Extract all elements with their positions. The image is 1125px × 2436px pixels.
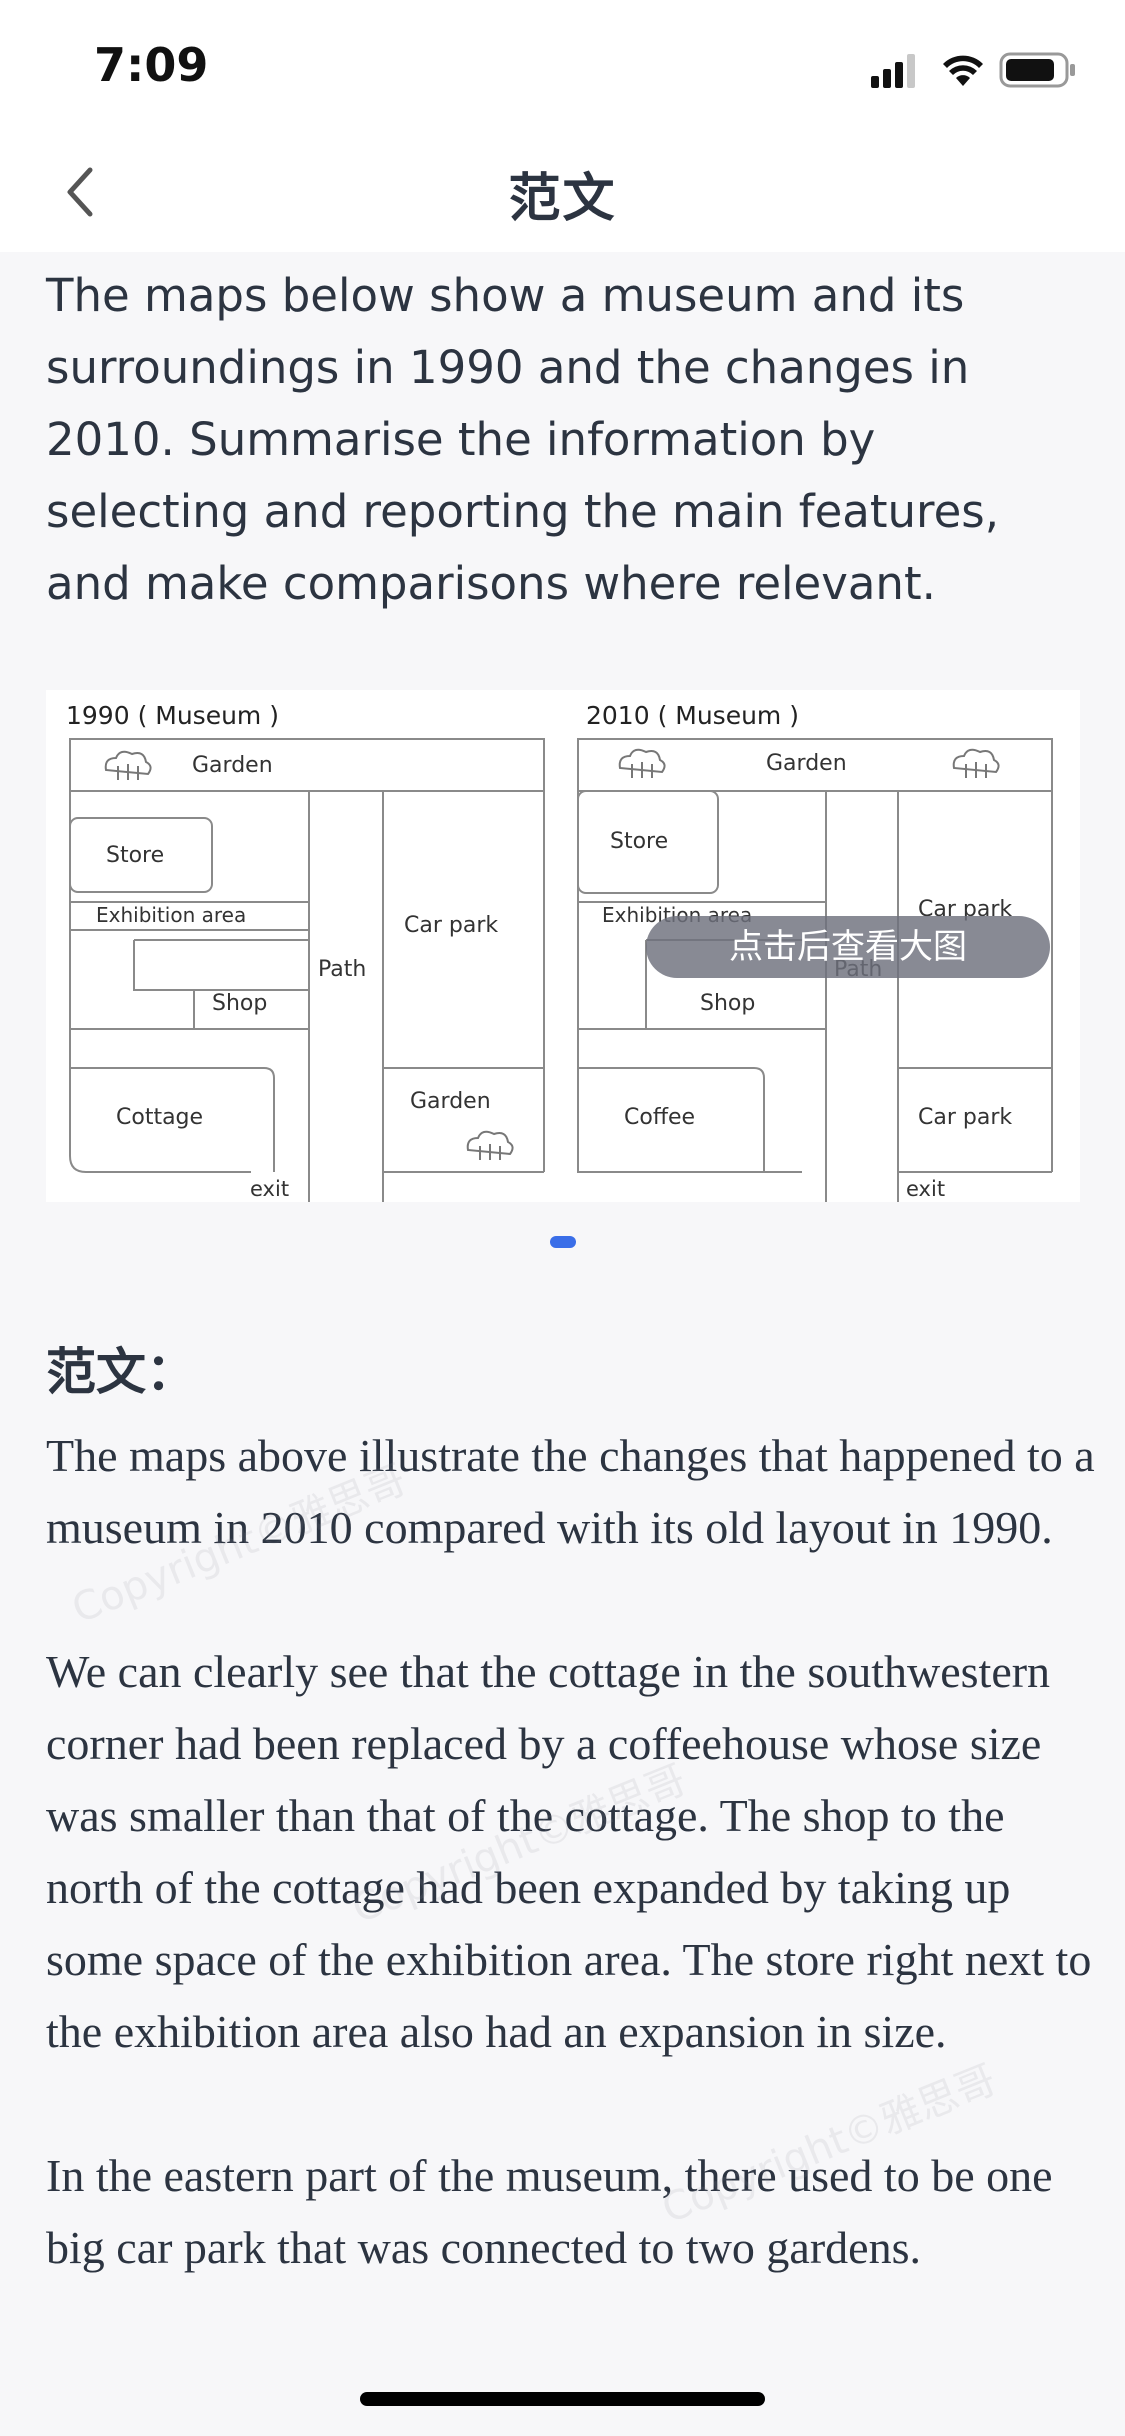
tree-icon <box>466 1130 514 1160</box>
signal-icon <box>871 54 915 88</box>
map1-garden-se: Garden <box>410 1089 491 1114</box>
question-text: The maps below show a museum and its sur… <box>46 269 999 610</box>
essay-paragraph: In the eastern part of the museum, there… <box>46 2150 1053 2273</box>
map2-store: Store <box>610 829 668 854</box>
map1-title: 1990 ( Museum ) <box>66 701 279 730</box>
map1-exhibition: Exhibition area <box>96 903 246 927</box>
map2-coffee: Coffee <box>624 1105 695 1130</box>
page-title: 范文 <box>508 169 617 229</box>
map2-title: 2010 ( Museum ) <box>586 701 799 730</box>
essay-body: The maps above illustrate the changes th… <box>46 1420 1096 2356</box>
wifi-icon <box>943 55 983 86</box>
view-large-image-button[interactable]: 点击后查看大图 <box>646 916 1050 978</box>
map1-car-park: Car park <box>404 913 498 938</box>
article-content[interactable]: The maps below show a museum and its sur… <box>0 252 1125 2436</box>
map1-store: Store <box>106 843 164 868</box>
map2-shop: Shop <box>700 991 755 1016</box>
map1-path: Path <box>318 957 366 982</box>
maps-figure[interactable]: 1990 ( Museum ) Garden Store Exhibition … <box>46 690 1080 1202</box>
map1-cottage: Cottage <box>116 1105 203 1130</box>
museum-maps: 1990 ( Museum ) Garden Store Exhibition … <box>66 701 1053 1202</box>
status-icons <box>871 52 1075 88</box>
map2-car-park-se: Car park <box>918 1105 1012 1130</box>
home-indicator[interactable] <box>360 2392 765 2406</box>
status-time: 7:09 <box>94 38 209 92</box>
pager-indicator[interactable] <box>550 1236 576 1248</box>
map1-garden-top: Garden <box>192 753 273 778</box>
essay-heading: 范文： <box>46 1343 196 1401</box>
back-button[interactable] <box>40 152 120 232</box>
map-1990: 1990 ( Museum ) Garden Store Exhibition … <box>66 701 545 1202</box>
essay-paragraph: We can clearly see that the cottage in t… <box>46 1646 1092 2057</box>
battery-icon <box>999 52 1075 88</box>
map1-exit: exit <box>250 1177 289 1201</box>
chevron-left-icon <box>67 167 93 217</box>
map2-exit: exit <box>906 1177 945 1201</box>
nav-bar: 范文 <box>0 132 1125 252</box>
status-bar: 7:09 <box>0 0 1125 132</box>
map2-garden-top: Garden <box>766 751 847 776</box>
tree-icon <box>952 748 1000 778</box>
tree-icon <box>618 748 666 778</box>
essay-paragraph: The maps above illustrate the changes th… <box>46 1430 1095 1553</box>
tree-icon <box>104 750 152 780</box>
map1-shop: Shop <box>212 991 267 1016</box>
